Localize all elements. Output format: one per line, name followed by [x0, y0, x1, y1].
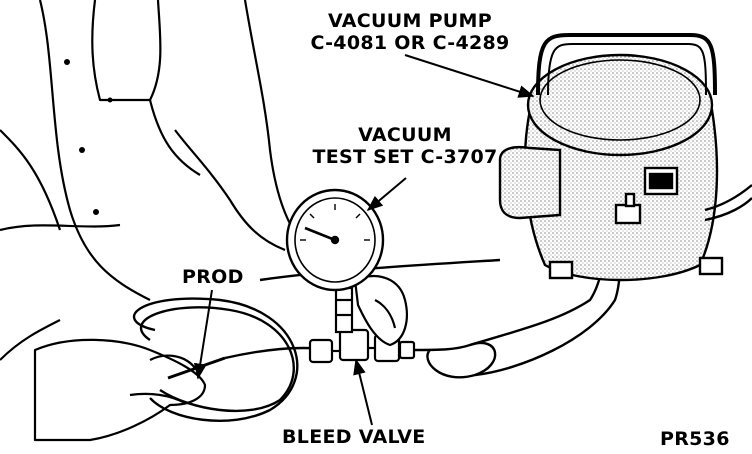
leader-lines: [193, 54, 535, 426]
vacuum-gauge: [285, 188, 385, 292]
lower-hand: [33, 338, 207, 442]
shirt-buttons: [64, 59, 113, 215]
label-vacuum-pump: VACUUM PUMP C-4081 OR C-4289: [300, 10, 520, 54]
vacuum-hose: [132, 229, 622, 422]
technician-shirt: [0, 0, 301, 361]
vacuum-pump: [498, 33, 752, 282]
upper-hand: [353, 275, 408, 347]
label-vacuum-test-set: VACUUM TEST SET C-3707: [305, 124, 505, 168]
label-test-set-line2: TEST SET C-3707: [312, 146, 498, 168]
label-test-set-line1: VACUUM: [358, 124, 452, 146]
gauge-stem: [334, 286, 354, 334]
label-bleed-valve: BLEED VALVE: [282, 426, 426, 448]
label-prod: PROD: [182, 266, 244, 288]
figure-code: PR536: [660, 428, 730, 450]
label-vacuum-pump-line2: C-4081 OR C-4289: [310, 32, 510, 54]
label-vacuum-pump-line1: VACUUM PUMP: [328, 10, 492, 32]
